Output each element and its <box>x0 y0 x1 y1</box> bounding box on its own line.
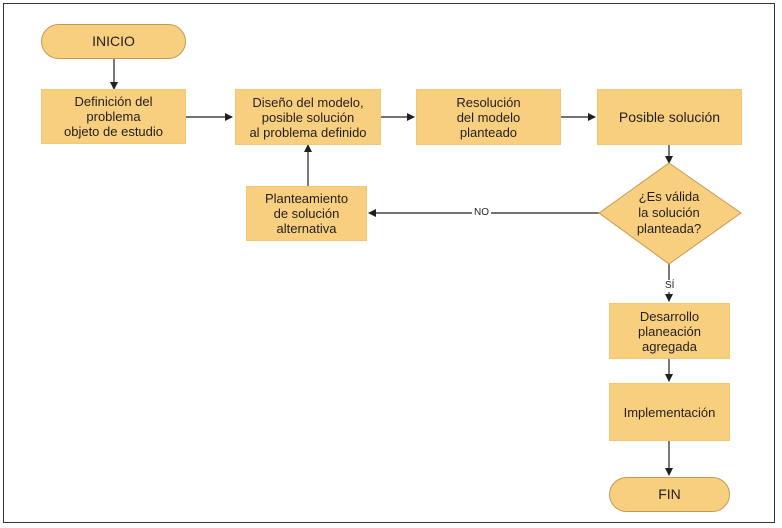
planteamiento-line-2: de solución <box>273 206 340 221</box>
definicion-line-1: Definición del problema <box>74 94 153 124</box>
diseno-line-1: Diseño del modelo, <box>252 94 364 110</box>
start-node: INICIO <box>41 24 186 59</box>
planteamiento-line-1: Planteamiento <box>264 191 349 206</box>
diagram-frame <box>3 3 775 523</box>
end-label: FIN <box>658 486 681 502</box>
resolucion-line-1: Resolución <box>456 94 521 110</box>
desarrollo-line-2: planeación <box>638 323 701 339</box>
process-planteamiento: Planteamiento de solución alternativa <box>246 186 367 241</box>
desarrollo-line-1: Desarrollo <box>639 308 700 324</box>
decision-diamond <box>598 162 742 265</box>
process-definicion: Definición del problema objeto de estudi… <box>41 89 186 144</box>
process-posible-solucion: Posible solución <box>597 89 742 145</box>
end-node: FIN <box>609 477 730 512</box>
decision-label: ¿Es válida la solución planteada? <box>619 185 719 241</box>
planteamiento-line-3: alternativa <box>276 221 337 236</box>
resolucion-line-3: planteado <box>459 124 518 140</box>
implementacion-label: Implementación <box>623 404 716 420</box>
start-label: INICIO <box>92 33 135 49</box>
diseno-line-2: posible solución <box>261 109 355 125</box>
decision-line-1: ¿Es válida <box>638 189 700 204</box>
process-desarrollo: Desarrollo planeación agregada <box>609 303 730 359</box>
posible-label: Posible solución <box>618 108 721 125</box>
resolucion-line-2: del modelo <box>456 109 521 125</box>
definicion-line-2: objeto de estudio <box>63 124 164 139</box>
edge-label-si: SÍ <box>663 280 677 292</box>
process-implementacion: Implementación <box>609 383 730 441</box>
edge-label-no: NO <box>472 207 491 219</box>
desarrollo-line-3: agregada <box>642 338 697 354</box>
process-diseno: Diseño del modelo, posible solución al p… <box>235 89 381 145</box>
process-resolucion: Resolución del modelo planteado <box>416 89 561 145</box>
diseno-line-3: al problema definido <box>249 124 367 140</box>
decision-line-3: planteada? <box>636 221 702 236</box>
decision-line-2: la solución <box>638 205 700 220</box>
